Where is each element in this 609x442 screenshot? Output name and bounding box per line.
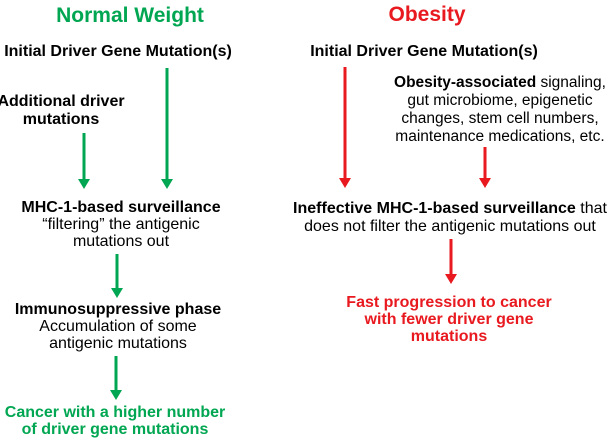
obesity-factors-lead-rest: signaling, <box>536 74 606 91</box>
ineffective-surveillance-line1: Ineffective MHC-1-based surveillance tha… <box>293 200 607 218</box>
arrow-head <box>161 179 173 189</box>
obesity-factors-block: Obesity-associated signaling, gut microb… <box>394 74 606 146</box>
obesity-factors-line1: Obesity-associated signaling, <box>394 74 606 92</box>
immunosuppressive-heading: Immunosuppressive phase <box>14 301 222 318</box>
arrow-shaft <box>483 147 487 178</box>
mhc-surveillance-line2: “filtering” the antigenic <box>42 216 200 233</box>
obesity-factors-line3: changes, stem cell numbers, <box>401 110 599 127</box>
arrow-left-initial-to-surveillance <box>160 68 174 189</box>
arrow-surveillance-to-immunosuppressive <box>110 254 124 298</box>
arrow-head <box>445 274 457 284</box>
immunosuppressive-line2: Accumulation of some <box>39 318 197 335</box>
left-initial-driver-mutation-label: Initial Driver Gene Mutation(s) <box>4 43 232 60</box>
arrow-immunosuppressive-to-cancer <box>109 356 123 400</box>
mhc-surveillance-line3: mutations out <box>72 233 170 250</box>
arrow-head <box>339 178 351 188</box>
arrow-shaft <box>82 133 86 179</box>
arrow-head <box>78 179 90 189</box>
additional-driver-mutations-line2: mutations <box>22 111 100 128</box>
normal-weight-title: Normal Weight <box>56 4 204 27</box>
ineffective-surveillance-block: Ineffective MHC-1-based surveillance tha… <box>293 200 607 236</box>
arrow-head <box>479 178 491 188</box>
additional-driver-mutations-label: Additional driver mutations <box>0 93 125 129</box>
normal-weight-outcome-line1: Cancer with a higher number <box>4 404 226 421</box>
obesity-factors-line4: maintenance medications, etc. <box>395 128 605 145</box>
obesity-title: Obesity <box>388 3 466 26</box>
obesity-outcome-line2: with fewer driver gene <box>364 311 534 328</box>
ineffective-surveillance-lead-rest: that <box>575 200 607 217</box>
obesity-outcome-label: Fast progression to cancer with fewer dr… <box>346 294 551 345</box>
obesity-factors-line2: gut microbiome, epigenetic <box>407 92 593 109</box>
arrow-shaft <box>115 254 119 288</box>
normal-weight-outcome-line2: of driver gene mutations <box>21 421 209 438</box>
right-initial-driver-mutation-label: Initial Driver Gene Mutation(s) <box>310 43 538 60</box>
arrow-surveillance-to-progression <box>444 239 458 284</box>
arrow-shaft <box>449 239 453 274</box>
mhc-surveillance-block: MHC-1-based surveillance “filtering” the… <box>21 199 220 250</box>
ineffective-surveillance-line2: does not filter the antigenic mutations … <box>304 218 596 235</box>
arrow-factors-to-surveillance <box>478 147 492 188</box>
arrow-shaft <box>165 68 169 179</box>
obesity-outcome-line3: mutations <box>410 328 488 345</box>
arrow-shaft <box>343 67 347 178</box>
immunosuppressive-block: Immunosuppressive phase Accumulation of … <box>15 301 221 352</box>
mhc-surveillance-heading: MHC-1-based surveillance <box>21 199 221 216</box>
arrow-head <box>110 390 122 400</box>
arrow-shaft <box>114 356 118 390</box>
normal-weight-outcome-label: Cancer with a higher number of driver ge… <box>5 404 225 438</box>
ineffective-surveillance-heading: Ineffective MHC-1-based surveillance <box>293 200 576 217</box>
obesity-factors-lead: Obesity-associated <box>394 74 537 91</box>
immunosuppressive-line3: antigenic mutations <box>49 335 187 352</box>
arrow-additional-to-surveillance <box>77 133 91 189</box>
arrow-head <box>111 288 123 298</box>
arrow-right-initial-to-surveillance <box>338 67 352 188</box>
additional-driver-mutations-line1: Additional driver <box>0 93 125 110</box>
obesity-outcome-line1: Fast progression to cancer <box>346 294 552 311</box>
